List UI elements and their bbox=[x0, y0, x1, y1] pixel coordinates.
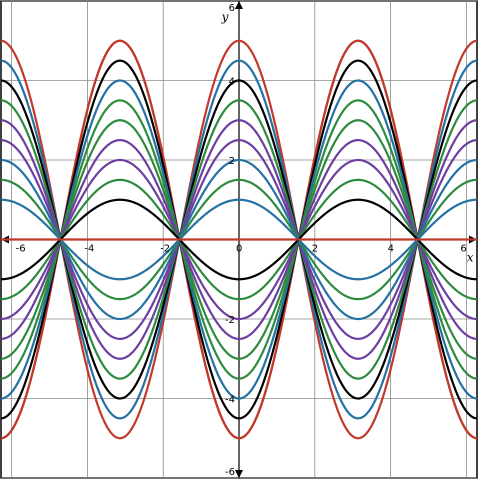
series-line bbox=[0, 158, 478, 321]
y-axis-arrow-top bbox=[235, 1, 243, 9]
series-line bbox=[0, 178, 478, 301]
tick-labels: -6 -4 -2 0 2 4 6 -6 -4 -2 2 4 6 bbox=[16, 3, 467, 478]
series-line bbox=[0, 158, 478, 321]
series-line bbox=[0, 79, 478, 400]
y-tick-label: -6 bbox=[225, 467, 235, 478]
y-axis-arrow-bottom bbox=[235, 470, 243, 478]
series-line bbox=[0, 119, 478, 360]
series-line bbox=[0, 99, 478, 380]
x-tick-label: -6 bbox=[16, 244, 26, 255]
series-line bbox=[0, 198, 478, 281]
series-line bbox=[0, 119, 478, 360]
series-curves bbox=[0, 39, 478, 440]
x-axis-label: x bbox=[467, 251, 474, 265]
series-line bbox=[0, 79, 478, 400]
y-tick-label: 4 bbox=[229, 77, 235, 88]
x-tick-label: 0 bbox=[236, 244, 242, 255]
x-tick-label: -4 bbox=[84, 244, 94, 255]
series-line bbox=[0, 39, 478, 440]
y-tick-label: 6 bbox=[229, 3, 235, 14]
y-axis-label: y bbox=[221, 10, 229, 24]
series-line bbox=[0, 178, 478, 301]
series-line bbox=[0, 59, 478, 420]
y-tick-label: -4 bbox=[225, 395, 235, 406]
x-tick-label: 6 bbox=[460, 244, 466, 255]
y-tick-label: -2 bbox=[225, 315, 235, 326]
series-line bbox=[0, 139, 478, 340]
x-tick-label: 2 bbox=[312, 244, 318, 255]
series-line bbox=[0, 198, 478, 281]
series-line bbox=[0, 99, 478, 380]
x-tick-label: 4 bbox=[388, 244, 394, 255]
series-line bbox=[0, 139, 478, 340]
series-line bbox=[0, 59, 478, 420]
x-tick-label: -2 bbox=[160, 244, 170, 255]
series-line bbox=[0, 39, 478, 440]
y-tick-label: 2 bbox=[229, 156, 235, 167]
